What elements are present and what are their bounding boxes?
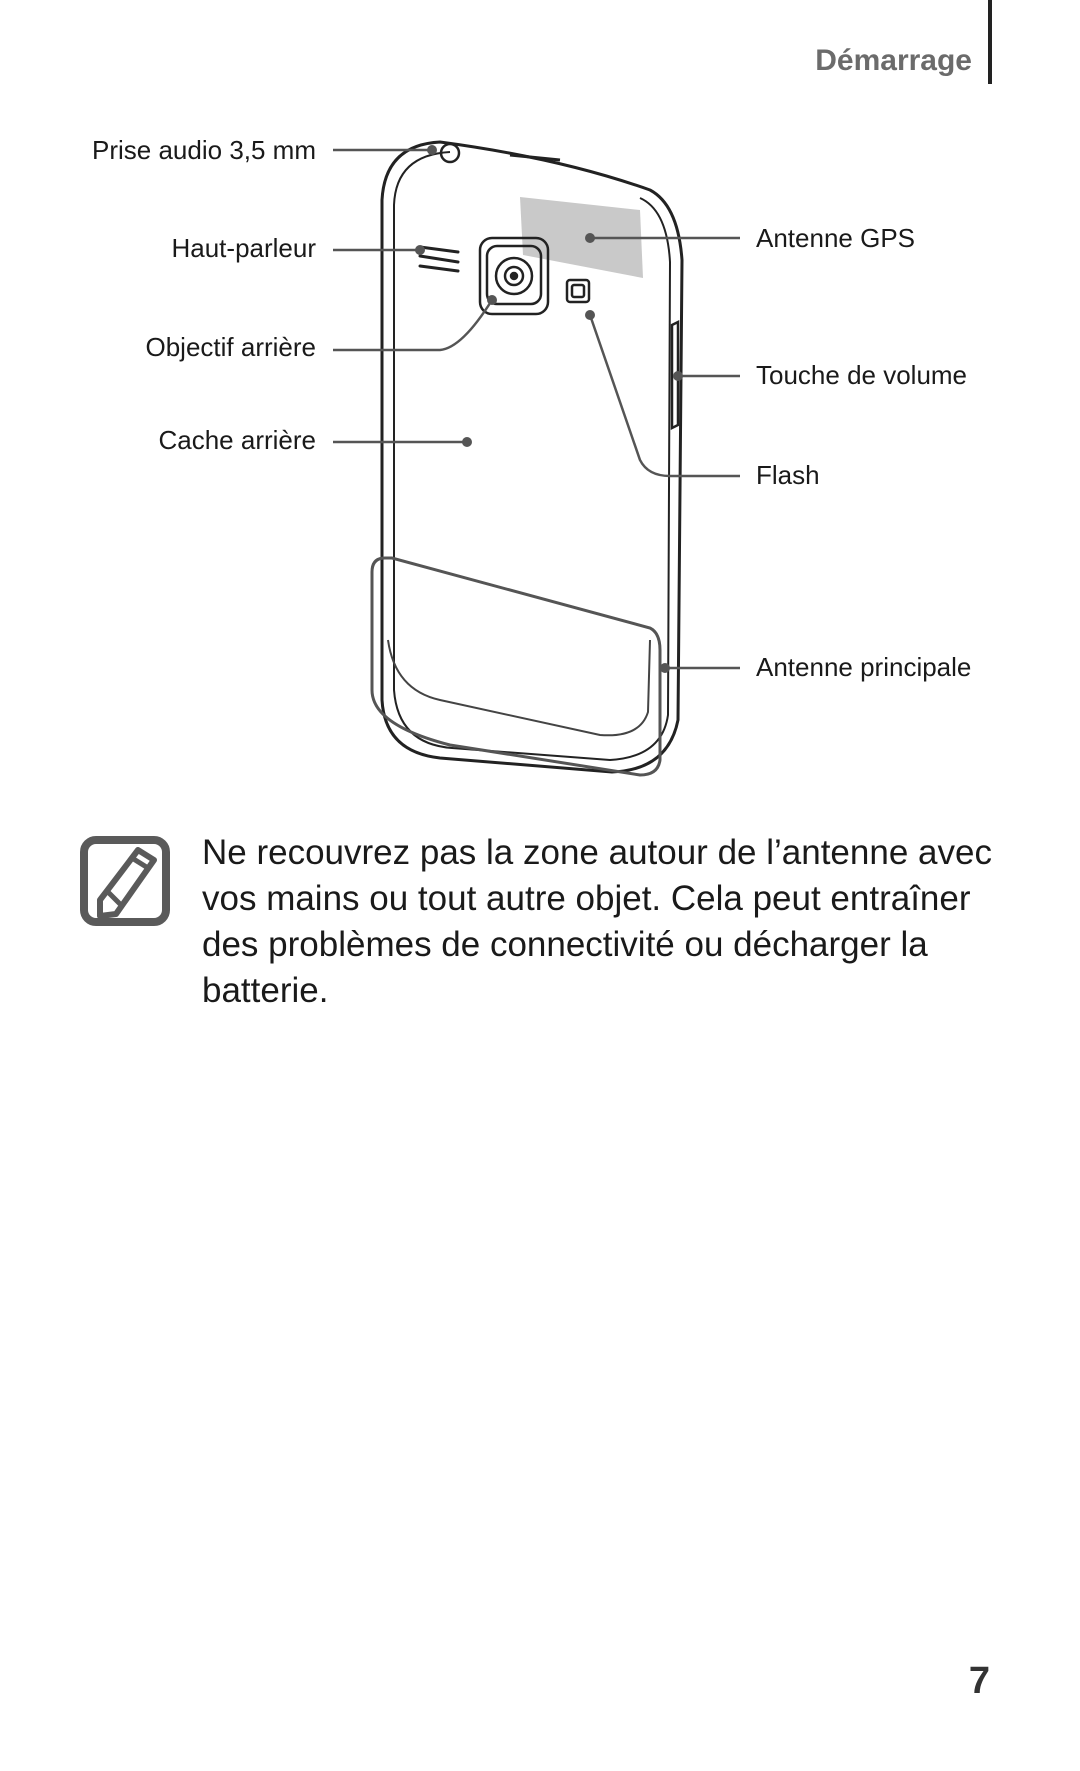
section-title: Démarrage: [815, 44, 972, 77]
callout-volume-key: Touche de volume: [756, 360, 968, 390]
page-number: 7: [968, 1660, 990, 1702]
top-edge-slot: [509, 153, 561, 162]
callout-leaders: [333, 148, 740, 670]
note-text: Ne recouvrez pas la zone autour de l’ant…: [202, 833, 992, 1010]
callout-main-antenna: Antenne principale: [756, 652, 972, 682]
phone-body: [380, 140, 684, 774]
rear-camera-icon: [478, 236, 550, 316]
audio-jack-icon: [439, 142, 461, 164]
callout-audio-jack: Prise audio 3,5 mm: [92, 135, 316, 165]
callout-speaker: Haut-parleur: [171, 233, 316, 263]
callout-flash: Flash: [756, 460, 820, 490]
callout-gps-antenna: Antenne GPS: [756, 223, 915, 253]
phone-back-illustration: [333, 140, 740, 777]
callout-rear-camera: Objectif arrière: [145, 332, 317, 362]
callout-back-cover: Cache arrière: [158, 425, 316, 455]
flash-icon: [565, 278, 591, 304]
phone-back-figure: Prise audio 3,5 mm Haut-parleur Objectif…: [0, 0, 1080, 800]
speaker-grille-icon: [418, 245, 460, 273]
main-antenna-zone: [370, 556, 662, 777]
back-cover-inner-line: [387, 639, 651, 737]
callout-dots: [415, 145, 683, 673]
gps-antenna-area: [520, 197, 643, 278]
note-pencil-icon: [80, 836, 170, 926]
section-bar: [988, 0, 992, 84]
